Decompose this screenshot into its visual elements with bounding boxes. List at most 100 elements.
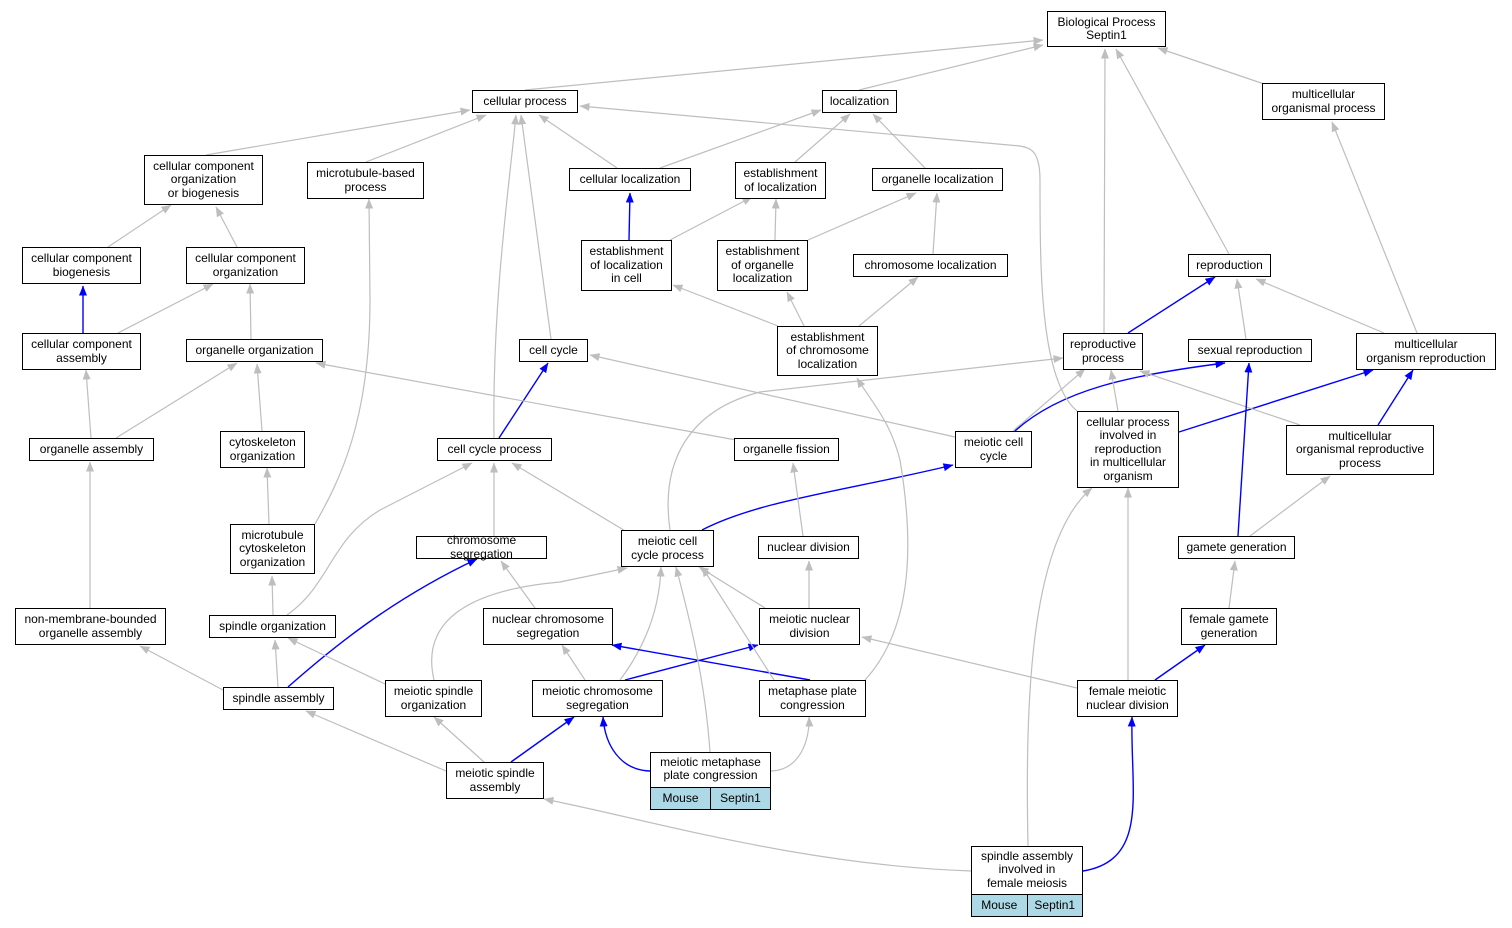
- term-node-eocl[interactable]: establishment of chromosome localization: [777, 326, 878, 376]
- term-label: localization: [829, 93, 890, 108]
- term-node-cca[interactable]: cellular component assembly: [22, 333, 141, 370]
- edge-ccp-to-cp: [493, 114, 520, 439]
- edge-mso-to-mccp: [431, 566, 628, 681]
- term-label: female gamete generation: [1189, 612, 1269, 640]
- edge-mpc-to-ncs: [611, 642, 811, 681]
- term-node-eolc[interactable]: establishment of localization in cell: [581, 240, 672, 291]
- edge-ol-to-loc: [872, 113, 926, 169]
- term-node-cp[interactable]: cellular process: [472, 90, 578, 113]
- term-node-mso[interactable]: meiotic spindle organization: [385, 680, 482, 717]
- edge-of-to-oo: [315, 360, 737, 441]
- term-node-cco[interactable]: cellular component organization: [186, 247, 305, 284]
- term-node-rp[interactable]: reproductive process: [1063, 333, 1143, 370]
- edge-mcs-to-ncs: [561, 644, 586, 681]
- term-node-mco[interactable]: microtubule cytoskeleton organization: [230, 524, 315, 574]
- edge-morp-to-rp: [1139, 370, 1301, 426]
- term-label: multicellular organismal reproductive pr…: [1295, 428, 1425, 470]
- term-label: cellular process: [483, 93, 567, 108]
- term-node-oa[interactable]: organelle assembly: [29, 438, 154, 461]
- edge-ncs-to-cs: [500, 560, 536, 609]
- term-node-mcs[interactable]: meiotic chromosome segregation: [532, 680, 663, 717]
- edge-mor-to-mop: [1331, 121, 1418, 334]
- term-node-fgg[interactable]: female gamete generation: [1181, 608, 1277, 645]
- term-label: chromosome localization: [864, 257, 997, 272]
- term-label: organelle organization: [195, 342, 314, 357]
- term-label: nuclear chromosome segregation: [491, 612, 605, 640]
- edge-fmnd-to-fgg: [1154, 644, 1206, 681]
- edge-mccp-to-rp: [667, 355, 1064, 531]
- edge-ccb-to-ccob: [107, 204, 172, 248]
- term-node-ol[interactable]: organelle localization: [872, 168, 1003, 191]
- term-label: meiotic chromosome segregation: [542, 684, 653, 712]
- term-node-loc[interactable]: localization: [822, 90, 897, 113]
- term-label: establishment of localization: [743, 166, 818, 194]
- term-node-cc[interactable]: cell cycle: [519, 339, 588, 362]
- term-node-morp[interactable]: multicellular organismal reproductive pr…: [1286, 425, 1434, 475]
- species-tag: Mouse: [972, 895, 1027, 916]
- edge-eool-to-eol: [771, 198, 780, 241]
- edge-layer: [79, 36, 1418, 872]
- term-node-mpc[interactable]: metaphase plate congression: [759, 680, 866, 717]
- term-node-cpir[interactable]: cellular process involved in reproductio…: [1077, 411, 1179, 488]
- term-node-ncs[interactable]: nuclear chromosome segregation: [483, 608, 613, 645]
- term-node-ccp[interactable]: cell cycle process: [437, 438, 552, 461]
- term-node-nd[interactable]: nuclear division: [758, 536, 859, 559]
- term-node-mcc[interactable]: meiotic cell cycle: [955, 431, 1032, 468]
- term-node-mbp[interactable]: microtubule-based process: [307, 162, 424, 199]
- edge-mcc-to-rp: [1012, 368, 1086, 432]
- edge-morp-to-mor: [1377, 369, 1414, 426]
- term-node-sr[interactable]: sexual reproduction: [1188, 339, 1312, 362]
- edge-mso-to-so: [287, 637, 386, 685]
- edge-ccob-to-cp: [205, 107, 471, 156]
- term-node-mop[interactable]: multicellular organismal process: [1262, 83, 1385, 120]
- term-node-chl[interactable]: chromosome localization: [853, 254, 1008, 277]
- edge-eolc-to-eol: [669, 196, 753, 241]
- edge-nd-to-of: [790, 462, 804, 537]
- term-node-cs[interactable]: chromosome segregation: [416, 533, 547, 560]
- term-node-co[interactable]: cytoskeleton organization: [220, 431, 305, 468]
- term-label: establishment of chromosome localization: [786, 329, 869, 371]
- term-node-mor[interactable]: multicellular organism reproduction: [1356, 333, 1496, 370]
- species-tag: Mouse: [651, 788, 710, 809]
- term-node-cl[interactable]: cellular localization: [569, 168, 691, 191]
- term-label: cellular component biogenesis: [31, 251, 132, 279]
- term-node-mnd[interactable]: meiotic nuclear division: [759, 608, 860, 645]
- edge-safm-to-fmnd: [1082, 716, 1136, 872]
- edge-mbp-to-cp: [365, 114, 487, 163]
- edge-so-to-ccp: [286, 462, 473, 616]
- term-node-eol[interactable]: establishment of localization: [735, 162, 826, 199]
- term-label: spindle organization: [219, 618, 326, 633]
- edge-cc-to-cp: [518, 114, 552, 340]
- edge-mmpc-to-mpc: [770, 716, 814, 772]
- term-node-msa[interactable]: meiotic spindle assembly: [446, 762, 544, 799]
- term-node-gg[interactable]: gamete generation: [1178, 536, 1295, 559]
- term-node-mccp[interactable]: meiotic cell cycle process: [621, 530, 714, 567]
- edge-mnd-to-mccp: [698, 566, 766, 609]
- term-node-eool[interactable]: establishment of organelle localization: [717, 240, 808, 291]
- term-node-sa[interactable]: spindle assembly: [223, 687, 334, 710]
- edge-eocl-to-eolc: [672, 284, 779, 327]
- edge-so-to-mco: [268, 575, 277, 616]
- edge-mor-to-rep: [1255, 278, 1385, 334]
- term-label: cellular process involved in reproductio…: [1086, 414, 1170, 483]
- term-node-of[interactable]: organelle fission: [734, 438, 839, 461]
- term-node-oo[interactable]: organelle organization: [186, 339, 323, 362]
- term-label: meiotic cell cycle process: [631, 534, 704, 562]
- term-node-fmnd[interactable]: female meiotic nuclear division: [1077, 680, 1178, 717]
- edge-mpc-to-eocl: [856, 377, 909, 681]
- term-node-bp[interactable]: Biological Process Septin1: [1047, 11, 1166, 47]
- edge-sa-to-nmboa: [139, 645, 224, 691]
- term-node-rep[interactable]: reproduction: [1188, 254, 1271, 277]
- term-node-ccob[interactable]: cellular component organization or bioge…: [144, 155, 263, 205]
- term-node-ccb[interactable]: cellular component biogenesis: [22, 247, 141, 284]
- term-node-safm[interactable]: spindle assembly involved in female meio…: [971, 846, 1083, 917]
- term-node-so[interactable]: spindle organization: [209, 615, 336, 638]
- edge-cca-to-cco: [117, 283, 214, 334]
- term-node-nmboa[interactable]: non-membrane-bounded organelle assembly: [15, 608, 166, 645]
- term-label: meiotic spindle assembly: [455, 766, 535, 794]
- term-label: spindle assembly involved in female meio…: [980, 849, 1074, 890]
- term-label: microtubule cytoskeleton organization: [239, 527, 306, 569]
- edge-mop-to-bp: [1157, 47, 1271, 87]
